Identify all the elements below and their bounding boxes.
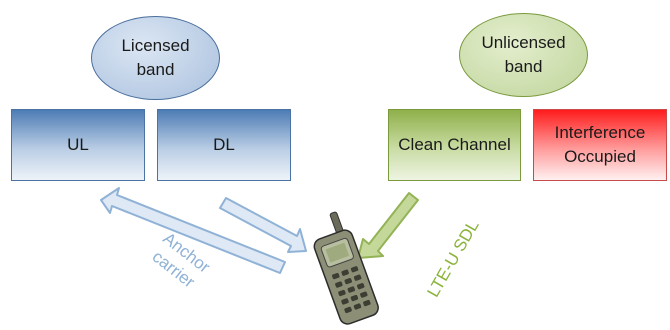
dl-to-phone-arrow	[219, 197, 307, 253]
anchor-carrier-arrow	[100, 187, 286, 274]
lteu-sdl-arrow	[357, 192, 419, 259]
interference-label-line2: Occupied	[564, 147, 636, 166]
ul-box: UL	[11, 109, 145, 181]
mobile-phone-icon	[313, 211, 379, 325]
licensed-band-label-line1: Licensed	[121, 36, 190, 55]
clean-channel-label: Clean Channel	[398, 135, 511, 154]
dl-label: DL	[213, 135, 235, 154]
unlicensed-band-node: Unlicensed band	[459, 13, 588, 97]
unlicensed-band-label-line1: Unlicensed	[481, 33, 566, 52]
interference-occupied-box: Interference Occupied	[533, 109, 667, 181]
interference-label-line1: Interference	[554, 123, 646, 142]
ul-label: UL	[67, 135, 89, 154]
unlicensed-band-label-line2: band	[504, 57, 543, 76]
dl-box: DL	[157, 109, 291, 181]
licensed-band-node: Licensed band	[91, 16, 220, 100]
licensed-band-label-line2: band	[136, 60, 175, 79]
clean-channel-box: Clean Channel	[388, 109, 521, 181]
